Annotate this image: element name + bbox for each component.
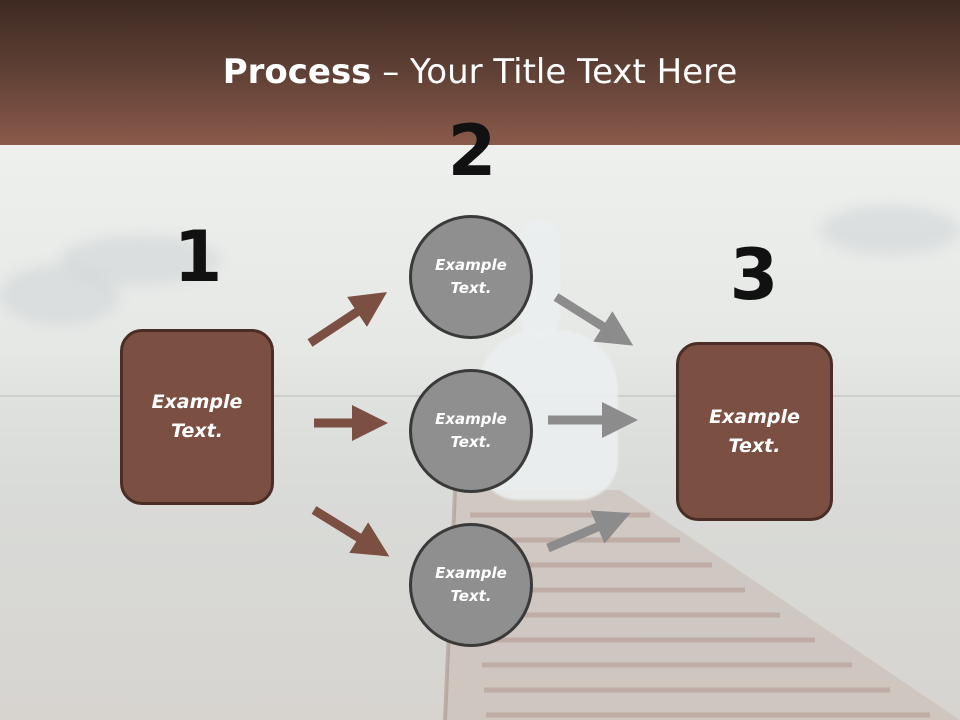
arrow-from-circle-bottom [546, 510, 631, 553]
step-number-2: 2 [447, 110, 497, 192]
arrow-to-circle-bottom [311, 506, 390, 557]
arrow-from-circle-top [553, 293, 634, 346]
step-2-circle-bottom: Example Text. [409, 523, 533, 647]
circle-middle-text: Example Text. [435, 410, 507, 451]
circle-bottom-text: Example Text. [435, 564, 507, 605]
step-1-box: Example Text. [120, 329, 274, 505]
step-3-box: Example Text. [676, 342, 833, 521]
header-bar [0, 0, 960, 145]
step-2-circle-middle: Example Text. [409, 369, 533, 493]
step-3-text: Example Text. [709, 405, 800, 457]
arrow-to-circle-top [307, 292, 388, 347]
title-rest: – Your Title Text Here [371, 52, 738, 92]
slide-title: Process – Your Title Text Here [0, 52, 960, 92]
step-2-circle-top: Example Text. [409, 215, 533, 339]
circle-top-text: Example Text. [435, 256, 507, 297]
step-number-3: 3 [729, 234, 779, 316]
step-number-1: 1 [173, 216, 223, 298]
step-1-text: Example Text. [151, 391, 243, 442]
title-bold: Process [222, 52, 372, 92]
